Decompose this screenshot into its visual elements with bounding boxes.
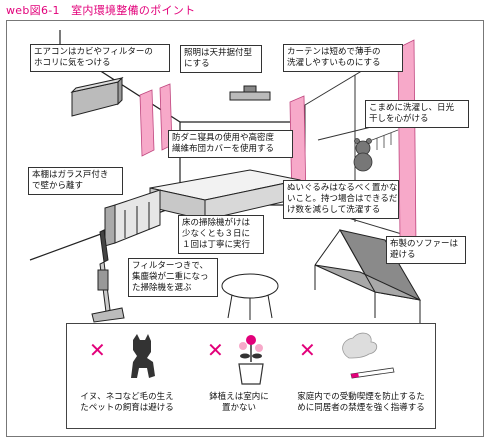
bookshelf-icon — [104, 189, 161, 247]
callout-stuffed-toys: ぬいぐるみはなるべく置かな いこと。持つ場合はできるだ け数を減らして洗濯する — [283, 180, 399, 219]
caption-pet: イヌ、ネコなど毛の生え たペットの飼育は避ける — [80, 392, 174, 413]
callout-bookshelf: 本棚はガラス戸付き で壁から離す — [28, 167, 123, 195]
cigarette-icon — [342, 332, 395, 379]
caption-plant: 鉢植えは室内に 置かない — [209, 392, 269, 413]
callout-lighting: 照明は天井据付型 にする — [180, 45, 262, 73]
callout-vacuum-filter: フィルターつきで、 集塵袋が二重になっ た掃除機を選ぶ — [128, 258, 218, 297]
caption-smoking: 家庭内での受動喫煙を防止するた めに同居者の禁煙を強く指導する — [297, 392, 425, 413]
table-icon — [221, 273, 279, 320]
avoid-items-panel: ✕ イヌ、ネコなど毛の生え たペットの飼育は避ける ✕ 鉢植えは室内に 置かない… — [66, 323, 436, 429]
sofa-icon — [314, 229, 421, 324]
prohibited-mark-smoking: ✕ — [299, 338, 316, 362]
callout-sofa: 布製のソファーは 避ける — [386, 236, 466, 264]
bed-icon — [149, 169, 301, 221]
vacuum-cleaner-icon — [91, 229, 125, 323]
air-conditioner-icon — [70, 76, 124, 117]
dog-icon — [131, 334, 155, 378]
stuffed-toy-icon — [353, 138, 373, 172]
laundry-icon — [371, 129, 399, 150]
callout-aircon: エアコンはカビやフィルターの ホコリに気をつける — [30, 44, 170, 72]
ceiling-light-icon — [229, 85, 271, 101]
callout-curtain: カーテンは短めで薄手の 洗濯しやすいものにする — [283, 44, 403, 72]
callout-vacuum-frequency: 床の掃除機がけは 少なくとも３日に １回は丁寧に実行 — [178, 215, 264, 254]
figure-title: web図6-1 室内環境整備のポイント — [6, 4, 196, 17]
callout-sunlight-drying: こまめに洗濯し、日光 干しを心がける — [365, 100, 469, 128]
figure-frame — [6, 20, 484, 437]
prohibited-mark-dog: ✕ — [89, 338, 106, 362]
potted-plant-icon — [238, 335, 264, 385]
callout-bedding: 防ダニ寝具の使用や高密度 繊維布団カバーを使用する — [168, 130, 293, 158]
prohibited-mark-plant: ✕ — [207, 338, 224, 362]
